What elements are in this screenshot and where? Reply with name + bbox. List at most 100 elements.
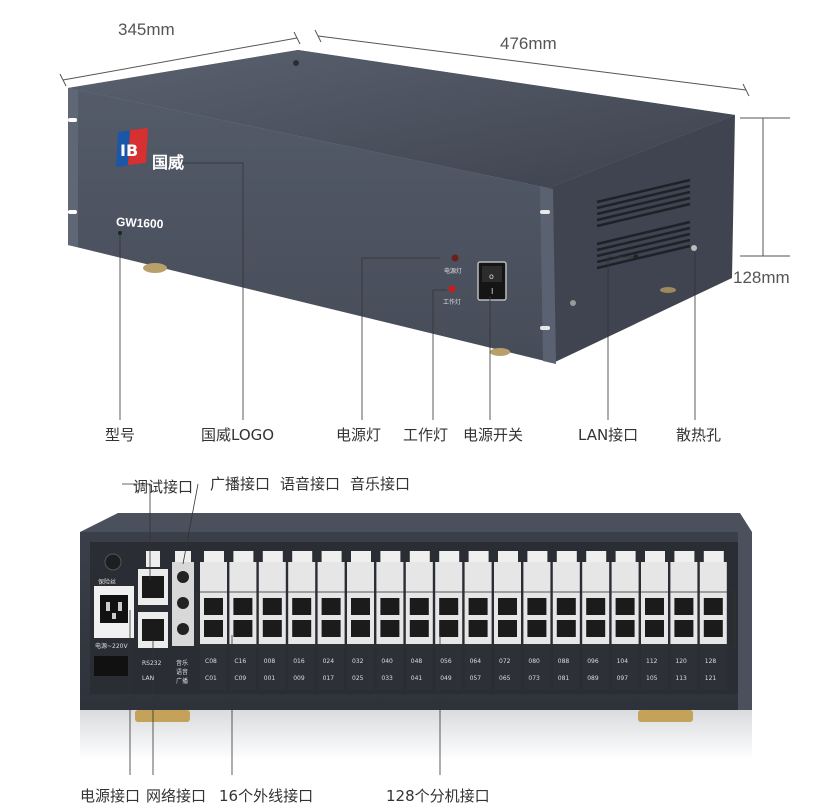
slot-body [405, 644, 433, 690]
vent-holes [596, 178, 691, 270]
power-led [451, 254, 459, 262]
rj11-jack [292, 620, 312, 637]
rj11-jack [321, 598, 341, 615]
fuse-label: 保险丝 [98, 579, 117, 586]
label-power-port: 电源接口 [80, 787, 141, 805]
rj11-jack [439, 598, 459, 615]
port-label-bottom: C09 [234, 675, 247, 682]
label-music-port: 音乐接口 [350, 475, 411, 493]
port-label-top: 112 [646, 658, 658, 665]
model-text: GW1600 [115, 214, 164, 232]
port-label-bottom: 089 [587, 675, 599, 682]
port-label-bottom: 009 [293, 675, 305, 682]
rj11-jack [703, 620, 723, 637]
rj11-jack [233, 598, 253, 615]
port-label-bottom: 081 [557, 675, 570, 682]
callout-lines [119, 162, 696, 420]
device-front-view: IB o I [59, 29, 790, 420]
rj11-jack [380, 620, 400, 637]
port-label-bottom: 105 [646, 675, 658, 682]
port-label-bottom: 097 [616, 675, 629, 682]
rj11-jack [439, 620, 459, 637]
port-label-top: 032 [352, 658, 364, 665]
rj11-jack [527, 620, 547, 637]
rj11-jack [204, 620, 223, 637]
lan-label: LAN [142, 675, 155, 682]
slot-body [200, 644, 227, 690]
work-led-label: 工作灯 [443, 299, 462, 306]
slot-body [258, 644, 286, 690]
rj11-jack [615, 598, 635, 615]
dimension-lines [59, 29, 790, 257]
logo-mark-icon: IB [116, 128, 148, 167]
port-label-top: 096 [587, 658, 599, 665]
port-label-bottom: 049 [440, 675, 452, 682]
fuse-icon [104, 553, 122, 571]
rj11-jack [204, 598, 223, 615]
rj11-jack [380, 598, 400, 615]
rj11-jack [262, 598, 282, 615]
audio-label-music: 音乐 [176, 660, 189, 667]
slot-body [552, 644, 580, 690]
slot-body [523, 644, 551, 690]
port-label-top: 120 [675, 658, 687, 665]
depth-dimension: 345mm [118, 20, 175, 39]
label-logo: 国威LOGO [201, 426, 275, 444]
width-dimension: 476mm [500, 34, 557, 53]
port-label-bottom: 025 [352, 675, 364, 682]
slot-body [376, 644, 404, 690]
height-dimension: 128mm [733, 268, 790, 287]
port-label-bottom: 121 [704, 675, 717, 682]
label-work-light: 工作灯 [403, 426, 449, 444]
rj11-jack [409, 620, 429, 637]
svg-text:IB: IB [120, 141, 138, 160]
port-label-top: 008 [263, 658, 276, 665]
label-network-port: 网络接口 [146, 787, 207, 805]
slot-body [670, 644, 698, 690]
port-label-top: 016 [293, 658, 305, 665]
slot-body [699, 644, 727, 690]
label-outer-lines: 16个外线接口 [219, 787, 314, 805]
slot-body [435, 644, 463, 690]
rj11-jack [527, 598, 547, 615]
rj11-jack [645, 620, 664, 637]
rj11-jack [674, 620, 694, 637]
slot-body [317, 644, 345, 690]
port-label-top: 048 [410, 658, 423, 665]
rj11-jack [586, 598, 606, 615]
rj11-jack [468, 598, 488, 615]
port-label-top: 072 [499, 658, 511, 665]
port-label-bottom: 073 [528, 675, 540, 682]
port-label-top: 088 [557, 658, 570, 665]
rj11-jack [468, 620, 488, 637]
slot-body [288, 644, 316, 690]
slot-body [582, 644, 610, 690]
rj11-jack [233, 620, 253, 637]
port-label-bottom: 041 [410, 675, 423, 682]
label-power-switch: 电源开关 [463, 426, 524, 444]
rj11-jack [409, 598, 429, 615]
port-label-top: 104 [616, 658, 629, 665]
port-label-top: 040 [381, 658, 393, 665]
label-power-light: 电源灯 [336, 426, 382, 444]
label-model: 型号 [105, 426, 136, 444]
port-label-top: 024 [322, 658, 335, 665]
port-label-top: C16 [234, 658, 247, 665]
slot-body [641, 644, 668, 690]
audio-label-broadcast: 广播 [176, 678, 189, 685]
label-debug-port: 调试接口 [133, 478, 194, 496]
label-extensions: 128个分机接口 [386, 787, 490, 805]
rj11-jack [703, 598, 723, 615]
rj11-jack [321, 620, 341, 637]
port-label-bottom: 033 [381, 675, 393, 682]
rj11-jack [351, 620, 370, 637]
rj11-jack [615, 620, 635, 637]
port-label-bottom: C01 [205, 675, 217, 682]
label-voice-port: 语音接口 [280, 475, 341, 493]
rj11-jack [262, 620, 282, 637]
rs232-label: RS232 [142, 660, 162, 667]
port-label-top: 080 [528, 658, 540, 665]
rj11-jack [586, 620, 606, 637]
work-led [448, 285, 456, 293]
audio-label-voice: 语音 [176, 669, 189, 676]
